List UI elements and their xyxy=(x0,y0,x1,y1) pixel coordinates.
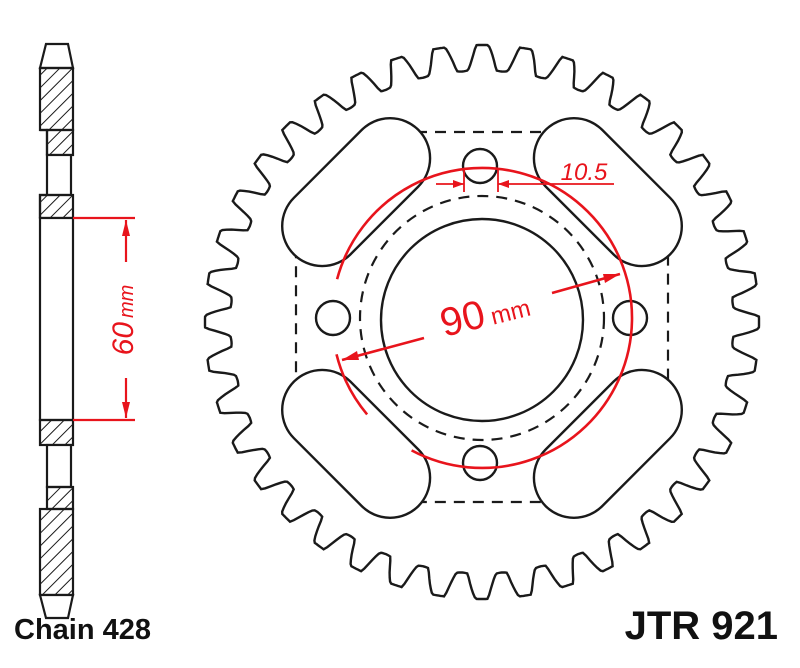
bolt-hole xyxy=(461,444,499,482)
side-hatch-lower xyxy=(45,485,75,511)
bolt-circle-dimension xyxy=(335,166,634,470)
center-bore xyxy=(379,217,585,423)
bolt-hole-label: 10.5 xyxy=(561,159,608,186)
bore-dimension-label: 60mm xyxy=(107,285,140,356)
lightening-slot xyxy=(532,368,684,520)
bolt-hole xyxy=(314,299,352,337)
hub-dashed-circle xyxy=(358,194,606,442)
lightening-slot xyxy=(532,116,684,268)
bolt-hole xyxy=(611,299,649,337)
sprocket-teeth-outline xyxy=(203,43,761,601)
side-tip-bottom xyxy=(38,593,75,620)
side-bore xyxy=(38,216,75,422)
side-hatch-hub-bottom xyxy=(38,418,75,447)
lightening-slot xyxy=(280,116,432,268)
chain-label: Chain 428 xyxy=(14,614,151,646)
side-view xyxy=(38,42,75,620)
bolt-hole xyxy=(461,147,499,185)
side-hatch-top xyxy=(38,66,75,132)
bolt-circle-arc xyxy=(335,166,634,470)
front-view xyxy=(203,43,761,601)
model-label: JTR 921 xyxy=(624,604,778,648)
side-hatch-hub-top xyxy=(38,193,75,220)
bolt-circle-arc-lower xyxy=(335,353,369,416)
side-hatch-upper xyxy=(45,128,75,157)
side-tip-top xyxy=(38,42,75,70)
lightening-slot xyxy=(280,368,432,520)
bore-dimension xyxy=(73,216,135,422)
bolt-circle-label: 90mm xyxy=(436,281,534,346)
side-hatch-bottom xyxy=(38,507,75,597)
hub-dashed-outline xyxy=(294,130,670,504)
